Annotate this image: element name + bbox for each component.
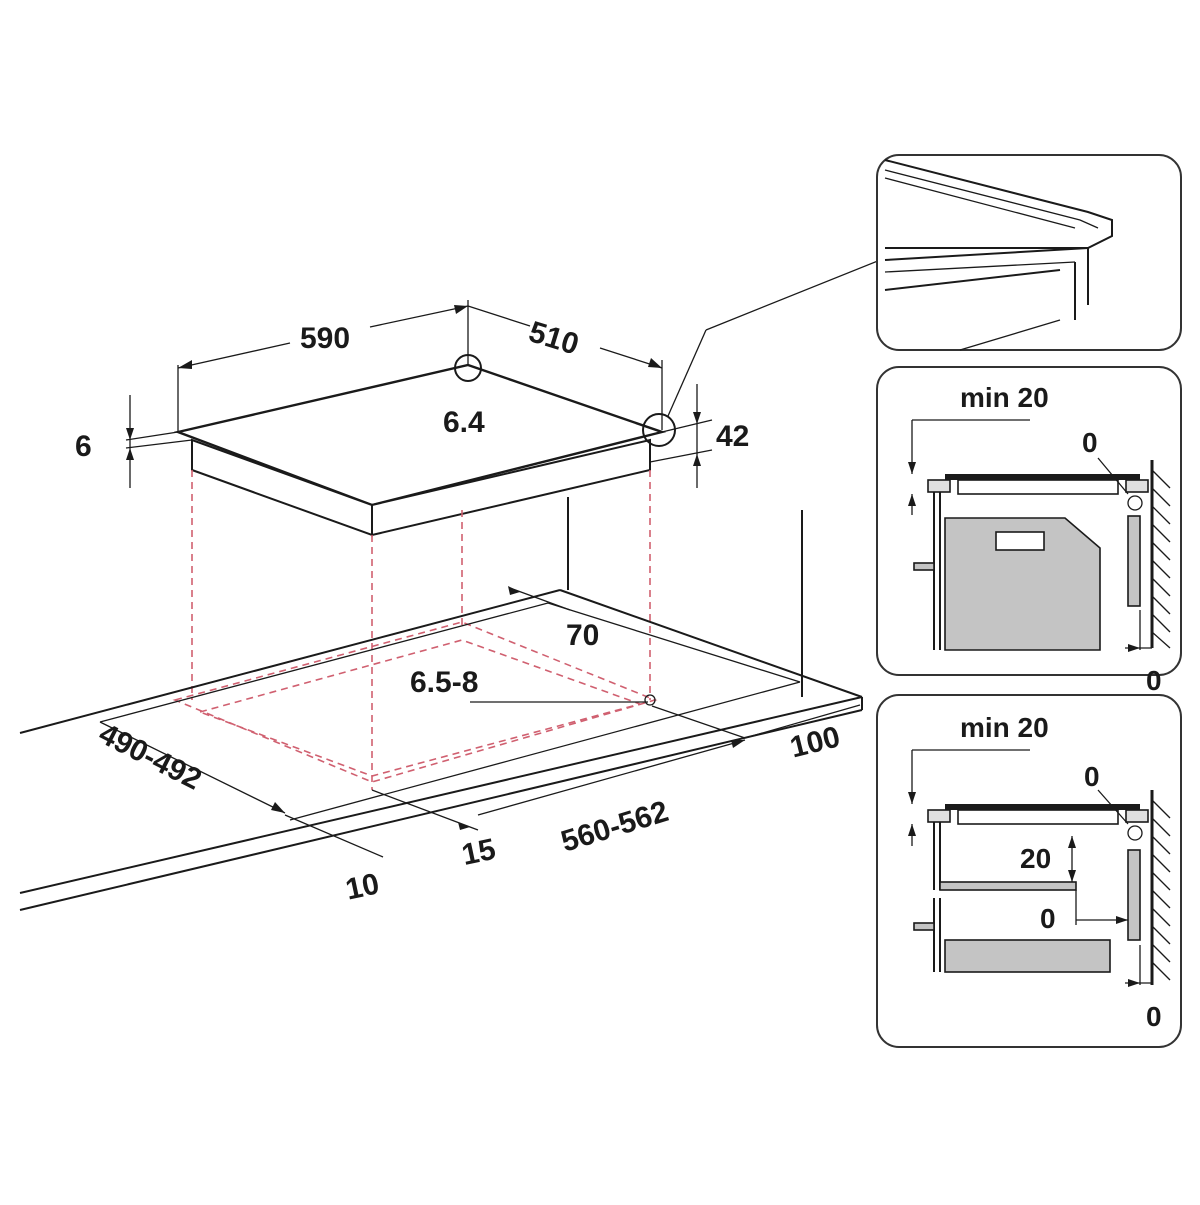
oven-detail-panel xyxy=(876,366,1182,676)
dim-510-label: 510 xyxy=(525,315,583,361)
dimension-490-492 xyxy=(99,721,286,814)
dim-490-492-label: 490-492 xyxy=(94,717,207,796)
dim-100-label: 100 xyxy=(787,720,844,764)
drawer-gap-bottom-label: 0 xyxy=(1146,1001,1162,1032)
leader-line xyxy=(667,329,707,417)
dimension-510 xyxy=(467,305,663,430)
dim-42-label: 42 xyxy=(716,420,749,453)
dim-10-label: 10 xyxy=(343,867,383,906)
drawer-detail-panel xyxy=(876,694,1182,1048)
edge-detail-panel xyxy=(876,154,1182,351)
dimension-70 xyxy=(508,586,571,611)
dim-6-label: 6 xyxy=(75,430,92,463)
oven-min-20-label: min 20 xyxy=(960,382,1049,413)
dim-590-label: 590 xyxy=(300,322,350,355)
dimension-42 xyxy=(649,384,713,488)
dim-15-label: 15 xyxy=(459,833,499,872)
drawer-gap-top-label: 0 xyxy=(1084,761,1100,792)
dimension-6 xyxy=(125,395,193,488)
drawer-gap-mid-label: 0 xyxy=(1040,903,1056,934)
hob-top xyxy=(173,363,667,537)
oven-gap-top-label: 0 xyxy=(1082,427,1098,458)
edge-detail-circle xyxy=(642,413,676,447)
dimension-590 xyxy=(177,300,469,432)
dim-6-4-label: 6.4 xyxy=(443,406,485,439)
worktop xyxy=(19,497,863,911)
dim-560-562-label: 560-562 xyxy=(557,795,672,859)
projection-lines xyxy=(191,470,651,790)
dim-6-5-8-label: 6.5-8 xyxy=(410,666,478,699)
oven-gap-bottom-label: 0 xyxy=(1146,665,1162,696)
dimension-560-562 xyxy=(477,739,746,816)
drawer-min-20-label: min 20 xyxy=(960,712,1049,743)
dimension-100 xyxy=(651,704,861,739)
dimension-15 xyxy=(371,789,479,831)
drawer-dim-20-label: 20 xyxy=(1020,843,1051,874)
dim-70-label: 70 xyxy=(566,619,599,652)
dimension-10 xyxy=(284,814,384,858)
